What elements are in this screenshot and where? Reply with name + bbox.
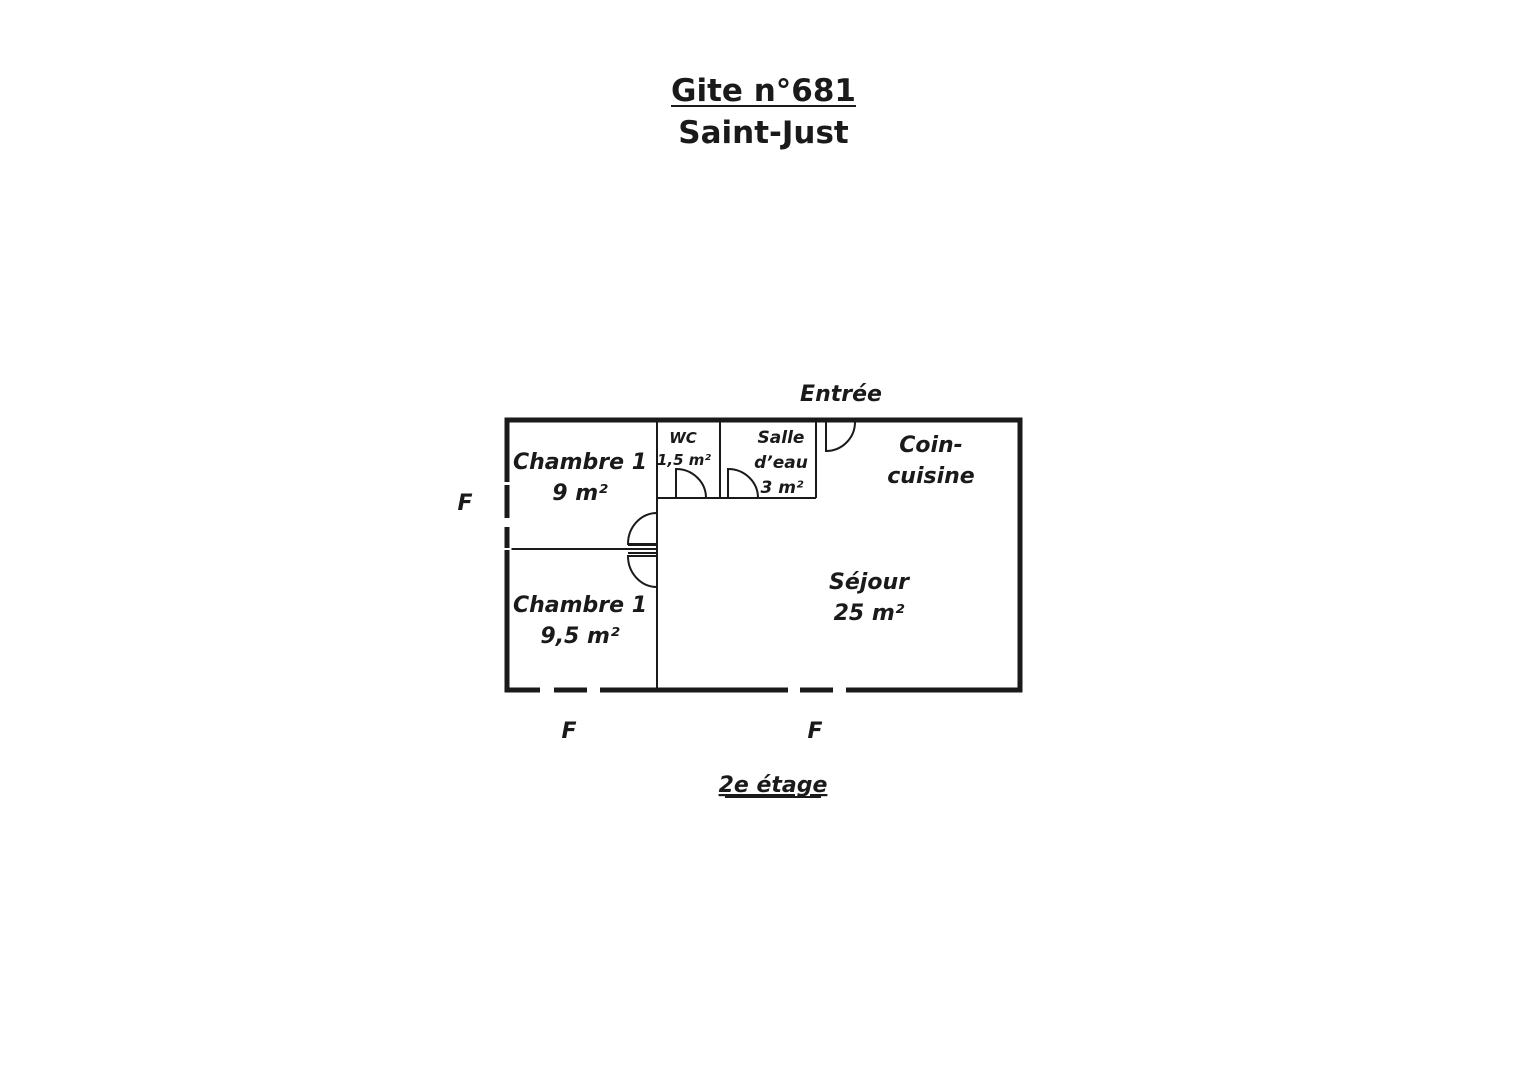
room-area-chambre-a: 9 m² (552, 481, 608, 506)
window-label-south-bedroom: F (561, 719, 576, 744)
door-chambre-b (626, 555, 658, 589)
page-title: Gite n°681 (671, 73, 856, 109)
door-wc (675, 467, 707, 499)
room-area-salle-eau: 3 m² (761, 478, 804, 498)
room-name-chambre-a: Chambre 1 (513, 450, 647, 475)
room-name-cuisine-1: Coin- (899, 433, 963, 458)
door-chambre-a (626, 511, 658, 545)
room-area-chambre-b: 9,5 m² (540, 624, 620, 649)
outer-walls (504, 417, 1023, 693)
door-salle-eau (727, 467, 759, 499)
door-entree (825, 421, 856, 453)
doors (626, 421, 856, 589)
room-name-sejour: Séjour (829, 570, 910, 595)
room-name-salle-eau-1: Salle (758, 428, 805, 448)
room-name-cuisine-2: cuisine (887, 464, 975, 489)
window-label-west: F (457, 491, 472, 516)
page-subtitle: Saint-Just (678, 115, 849, 151)
room-area-sejour: 25 m² (834, 601, 905, 626)
window-label-south-sejour: F (807, 719, 822, 744)
floor-label: 2e étage (719, 773, 828, 798)
entrance-label: Entrée (800, 382, 882, 407)
room-name-wc: WC (669, 429, 697, 447)
room-name-chambre-b: Chambre 1 (513, 593, 647, 618)
room-area-wc: 1,5 m² (657, 451, 711, 469)
room-name-salle-eau-2: d’eau (754, 453, 808, 473)
